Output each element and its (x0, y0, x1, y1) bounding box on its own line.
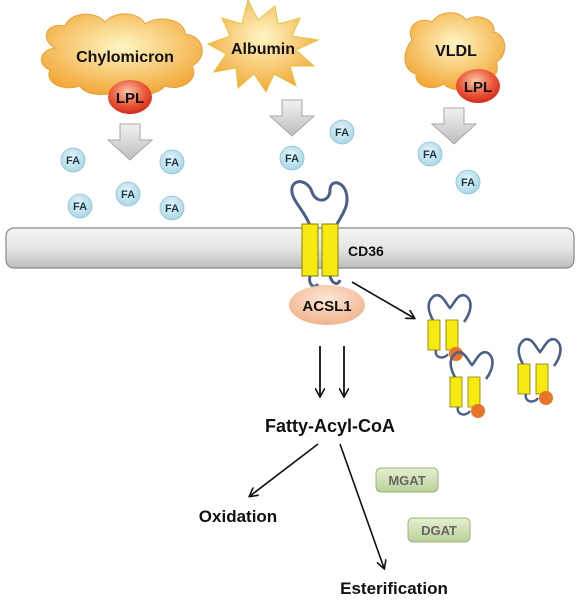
fatty-acid-label: FA (165, 203, 179, 215)
fatty-acid-label: FA (66, 155, 80, 167)
lpl-enzyme-chylomicron: LPL (108, 80, 152, 114)
fatty-acid-label: FA (165, 157, 179, 169)
fatty-acid-label: FA (285, 153, 299, 165)
lpl-enzyme-vldl: LPL (456, 69, 500, 103)
oxidation-arrow (250, 443, 319, 496)
fatty-acid-label: FA (461, 177, 475, 189)
chylomicron-label: Chylomicron (76, 49, 174, 66)
internalized-cd36 (427, 293, 472, 361)
fatty-acyl-coa-label: Fatty-Acyl-CoA (265, 416, 395, 436)
fatty-acid-bubble (60, 147, 86, 173)
fatty-acid-bubble (329, 119, 355, 145)
internalized-cd36-group (427, 293, 562, 418)
acsl1-enzyme: ACSL1 (289, 285, 365, 325)
albumin-protein: Albumin (206, 0, 320, 94)
fatty-acid-bubble (455, 169, 481, 195)
fatty-acid-bubble (67, 193, 93, 219)
oxidation-label: Oxidation (199, 507, 277, 526)
internalized-cd36 (517, 337, 562, 405)
acsl1-label: ACSL1 (302, 298, 351, 315)
fatty-acid-label: FA (121, 189, 135, 201)
modification-dot (539, 391, 553, 405)
fatty-acid-bubble (279, 145, 305, 171)
block-arrow-albumin (268, 99, 316, 137)
dgat-label: DGAT (421, 523, 457, 538)
lpl-label-chylomicron: LPL (116, 90, 144, 107)
fatty-acid-group: FA FA FA FA FA FA FA FA FA (60, 119, 481, 221)
block-arrow-chylomicron (106, 123, 154, 161)
lpl-label-vldl: LPL (464, 79, 492, 96)
internalized-cd36 (449, 350, 494, 418)
albumin-label: Albumin (231, 41, 295, 58)
modification-dot (471, 404, 485, 418)
fatty-acid-label: FA (73, 201, 87, 213)
esterification-arrow (339, 443, 384, 568)
mgat-label: MGAT (388, 473, 425, 488)
fatty-acid-bubble (159, 195, 185, 221)
block-arrow-vldl (430, 107, 478, 145)
plasma-membrane (5, 227, 575, 269)
fatty-acid-bubble (159, 149, 185, 175)
fatty-acid-bubble (417, 141, 443, 167)
cd36-transporter: CD36 (290, 180, 384, 288)
fatty-acid-label: FA (335, 127, 349, 139)
dgat-enzyme: DGAT (407, 517, 471, 543)
fatty-acid-label: FA (423, 149, 437, 161)
fatty-acid-bubble (115, 181, 141, 207)
vldl-label: VLDL (435, 43, 477, 60)
chylomicron-particle: Chylomicron (40, 13, 203, 95)
esterification-label: Esterification (340, 579, 448, 598)
internalization-arrow (351, 281, 414, 318)
cd36-label: CD36 (348, 243, 384, 259)
mgat-enzyme: MGAT (375, 467, 439, 493)
